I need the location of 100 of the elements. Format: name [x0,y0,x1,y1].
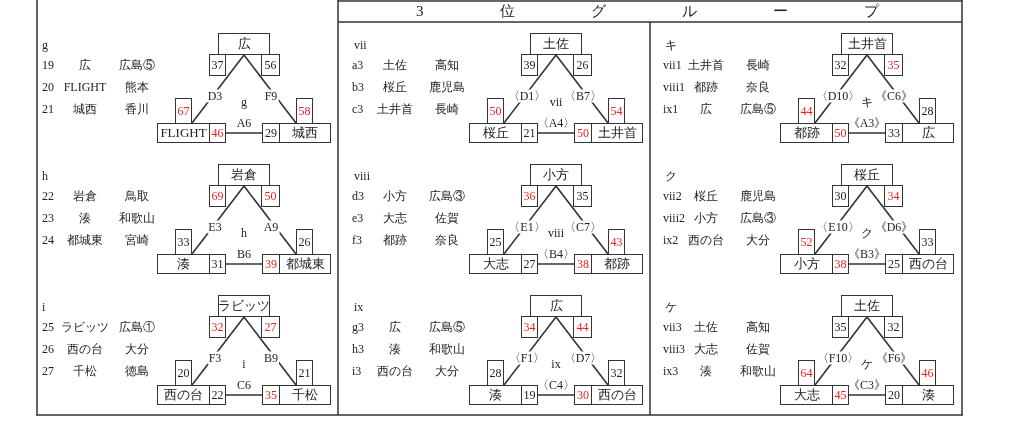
score-box: 46 [209,123,226,143]
table-text: 奈良 [435,233,459,247]
row-number: a3 [352,58,364,72]
table-text: 湊 [389,342,401,356]
row-number: g3 [352,320,364,334]
table-text: 広 [79,58,91,72]
table-text: 土佐 [694,320,718,334]
table-text: 千松 [73,364,97,378]
table-text: 和歌山 [429,342,465,356]
group-label: vii [548,95,564,109]
group-label: vii [354,38,367,52]
table-text: 大志 [694,342,718,356]
team-box: ラビッツ [218,295,270,317]
connector-line [191,54,245,124]
group-label: ix [550,357,562,371]
table-text: 高知 [435,58,459,72]
score-box: 50 [261,185,280,207]
team-box: 城西 [279,123,331,143]
score-box: 32 [608,360,625,386]
table-text: 土井首 [688,58,724,72]
group-label: キ [860,95,874,109]
score-box: 32 [832,54,849,76]
team-box: 西の台 [902,254,954,274]
row-number: ix2 [663,233,679,247]
score-box: 50 [832,123,849,143]
score-box: 25 [885,254,903,274]
score-box: 30 [574,385,592,405]
group-label: viii [354,169,370,183]
table-text: FLIGHT [63,80,107,94]
group-label: ケ [665,300,677,314]
score-box: 50 [574,123,592,143]
team-box: 広 [530,295,582,317]
table-text: 西の台 [688,233,724,247]
row-number: ix1 [663,102,679,116]
table-text: 広島③ [740,211,776,225]
score-box: 35 [884,54,903,76]
score-box: 44 [573,316,592,338]
row-number: 24 [42,233,54,247]
team-box: 湊 [902,385,954,405]
group-label: ク [665,169,677,183]
score-box: 46 [919,360,936,386]
score-box: 39 [521,54,538,76]
group-label: viii [547,226,565,240]
team-box: 土井首 [591,123,643,143]
table-text: 大志 [383,211,407,225]
score-box: 67 [175,98,192,124]
score-box: 30 [832,185,849,207]
table-text: 広島⑤ [429,320,465,334]
table-text: 広島① [119,320,155,334]
edge-label: C6 [236,378,252,392]
score-box: 43 [608,229,625,255]
row-number: d3 [352,189,364,203]
score-box: 32 [884,316,903,338]
team-box: 千松 [279,385,331,405]
table-text: 長崎 [746,58,770,72]
score-box: 33 [175,229,192,255]
score-box: 28 [487,360,504,386]
team-box: 西の台 [157,385,210,405]
team-box: 小方 [780,254,833,274]
team-box: 土佐 [841,295,893,317]
table-text: 小方 [694,211,718,225]
score-box: 25 [487,229,504,255]
score-box: 39 [262,254,280,274]
table-text: 広島⑤ [119,58,155,72]
group-label: h [240,226,248,240]
score-box: 34 [884,185,903,207]
connector-line [537,263,575,265]
score-box: 69 [209,185,226,207]
score-box: 35 [262,385,280,405]
row-number: e3 [352,211,364,225]
score-box: 44 [798,98,815,124]
row-number: vii3 [663,320,682,334]
score-box: 27 [261,316,280,338]
group-label: ix [354,300,364,314]
score-box: 45 [832,385,849,405]
group-label: i [42,300,46,314]
score-box: 34 [521,316,538,338]
score-box: 35 [832,316,849,338]
edge-label: F9 [263,89,279,103]
score-box: 58 [296,98,313,124]
row-number: b3 [352,80,364,94]
table-text: 西の台 [377,364,413,378]
row-number: f3 [352,233,362,247]
table-text: 高知 [746,320,770,334]
team-box: 都跡 [780,123,833,143]
table-text: 鳥取 [125,189,149,203]
score-box: 33 [885,123,903,143]
team-box: 広 [218,33,270,55]
team-box: 広 [902,123,954,143]
group-label: g [240,95,248,109]
row-number: 22 [42,189,54,203]
team-box: 土井首 [841,33,893,55]
team-box: 都城東 [279,254,331,274]
edge-label: B6 [236,247,252,261]
connector-line [848,394,886,396]
table-text: 佐賀 [746,342,770,356]
table-text: 佐賀 [435,211,459,225]
group-label: g [42,38,48,52]
score-box: 21 [296,360,313,386]
table-text: 西の台 [67,342,103,356]
